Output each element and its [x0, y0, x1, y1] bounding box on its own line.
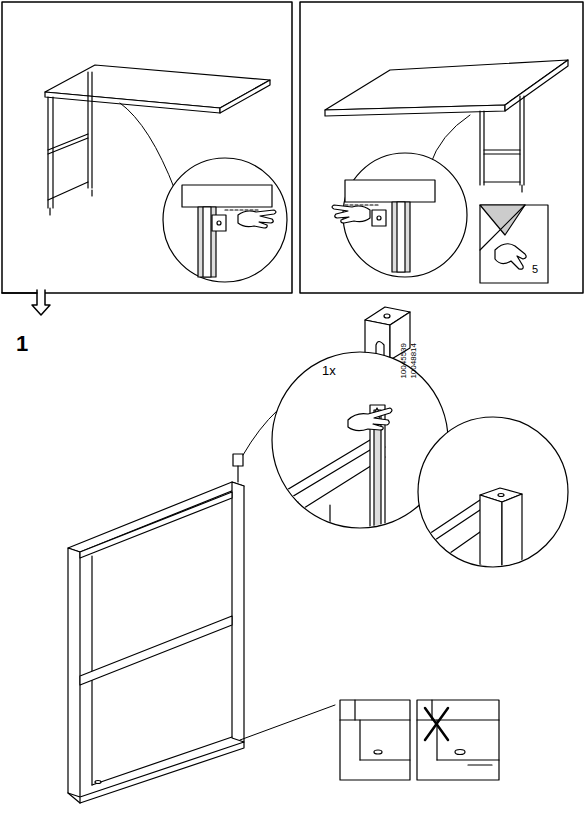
part-number: 10045539: [400, 343, 408, 379]
desk-figure: [45, 65, 287, 282]
panel-frame-part: [68, 454, 244, 803]
part-number: 10048814: [410, 343, 418, 379]
panel-frame: [2, 2, 292, 293]
panel-frame: [300, 2, 583, 293]
quantity-label: 1x: [322, 364, 336, 377]
page-number: 5: [532, 264, 538, 275]
zoom-detail: [418, 417, 568, 570]
step-number: 1: [16, 333, 28, 355]
hole-detail: [340, 700, 499, 780]
desk-figure: [325, 60, 568, 283]
